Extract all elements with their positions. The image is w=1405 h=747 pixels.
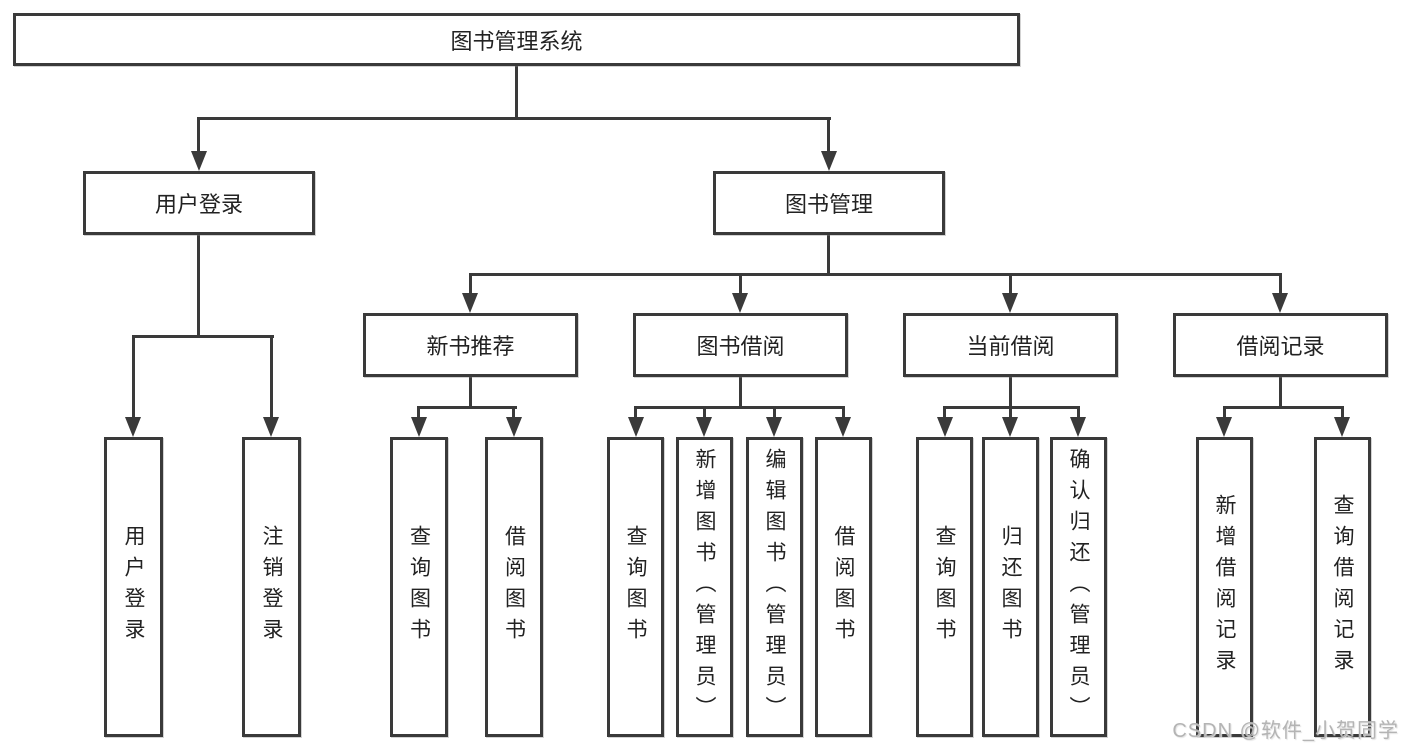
arrowhead-bb-edit [766,417,782,437]
node-borrow-records-label: 借阅记录 [1236,334,1325,359]
connector-new-books-stem [469,377,472,406]
connector-drop-borrow-records [1279,276,1282,293]
leaf-nb-borrow-books-label: 借阅图书 [502,525,526,649]
arrowhead-nb-borrow [506,417,522,437]
leaf-cb-query-books-label: 查询图书 [933,525,956,649]
leaf-user-login: 用户登录 [104,437,163,737]
arrowhead-cb-return [1002,417,1018,437]
connector-root-stem [515,66,518,117]
leaf-br-query-record-label: 查询借阅记录 [1331,494,1354,680]
arrowhead-login [125,417,141,437]
connector-user-login-branch [132,335,274,338]
connector-drop-bb-query [634,409,637,417]
arrowhead-br-query [1334,417,1350,437]
arrowhead-bb-borrow [835,417,851,437]
leaf-bb-borrow-books-label: 借阅图书 [832,525,855,649]
connector-current-borrow-stem [1009,377,1012,406]
node-current-borrow: 当前借阅 [903,313,1118,377]
connector-borrow-records-stem [1279,377,1282,406]
leaf-bb-borrow-books: 借阅图书 [815,437,872,737]
leaf-bb-edit-books-admin-label: 编辑图书（管理员） [763,447,786,727]
leaf-logout: 注销登录 [242,437,301,737]
arrowhead-nb-query [411,417,427,437]
leaf-nb-borrow-books: 借阅图书 [485,437,543,737]
node-borrow-records: 借阅记录 [1173,313,1388,377]
connector-drop-login [132,338,135,417]
leaf-bb-add-books-admin: 新增图书（管理员） [676,437,733,737]
connector-drop-book-borrow [739,276,742,293]
connector-drop-book-mgmt [827,120,830,151]
connector-root-branch [197,117,831,120]
connector-drop-bb-add [703,409,706,417]
connector-book-borrow-stem [739,377,742,406]
node-book-management: 图书管理 [713,171,945,235]
leaf-br-query-record: 查询借阅记录 [1314,437,1371,737]
connector-drop-nb-borrow [512,409,515,417]
connector-drop-cb-return [1009,409,1012,417]
node-book-borrow-label: 图书借阅 [696,334,785,359]
node-current-borrow-label: 当前借阅 [966,334,1055,359]
leaf-cb-confirm-return-admin-label: 确认归还（管理员） [1067,447,1090,727]
arrowhead-book-mgmt [821,151,837,171]
node-new-book-recommend-label: 新书推荐 [426,334,515,359]
leaf-bb-add-books-admin-label: 新增图书（管理员） [693,447,716,727]
node-new-book-recommend: 新书推荐 [363,313,578,377]
leaf-cb-query-books: 查询图书 [916,437,973,737]
arrowhead-current-borrow [1002,293,1018,313]
connector-drop-cb-query [943,409,946,417]
arrowhead-bb-query [628,417,644,437]
connector-current-borrow-branch [943,406,1080,409]
connector-borrow-records-branch [1223,406,1344,409]
node-library-system-label: 图书管理系统 [450,28,583,54]
connector-drop-current-borrow [1009,276,1012,293]
leaf-nb-query-books: 查询图书 [390,437,448,737]
node-book-management-label: 图书管理 [784,192,873,217]
arrowhead-bb-add [696,417,712,437]
connector-drop-br-add [1223,409,1226,417]
leaf-bb-edit-books-admin: 编辑图书（管理员） [746,437,803,737]
connector-drop-logout [270,338,273,417]
watermark: CSDN @软件_小贺同学 [1172,720,1399,742]
leaf-bb-query-books: 查询图书 [607,437,664,737]
leaf-cb-return-books-label: 归还图书 [999,525,1022,649]
node-user-login-label: 用户登录 [154,192,243,217]
arrowhead-cb-query [937,417,953,437]
connector-drop-new-books [469,276,472,293]
connector-user-login-stem [197,235,200,335]
connector-book-mgmt-branch [469,273,1282,276]
arrowhead-user-login [191,151,207,171]
leaf-cb-return-books: 归还图书 [982,437,1039,737]
arrowhead-logout [263,417,279,437]
arrowhead-new-books [462,293,478,313]
connector-book-mgmt-stem [827,235,830,273]
leaf-logout-label: 注销登录 [260,525,283,649]
arrowhead-cb-confirm [1070,417,1086,437]
node-book-borrow: 图书借阅 [633,313,848,377]
leaf-br-add-record-label: 新增借阅记录 [1213,494,1236,680]
node-library-system: 图书管理系统 [13,13,1020,66]
leaf-cb-confirm-return-admin: 确认归还（管理员） [1050,437,1107,737]
node-user-login: 用户登录 [83,171,315,235]
arrowhead-borrow-records [1272,293,1288,313]
connector-book-borrow-branch [634,406,845,409]
leaf-bb-query-books-label: 查询图书 [624,525,647,649]
arrowhead-book-borrow [732,293,748,313]
connector-drop-user-login [197,120,200,151]
connector-drop-bb-edit [773,409,776,417]
leaf-nb-query-books-label: 查询图书 [407,525,431,649]
leaf-user-login-label: 用户登录 [122,525,145,649]
connector-drop-cb-confirm [1077,409,1080,417]
connector-drop-bb-borrow [842,409,845,417]
connector-drop-nb-query [417,409,420,417]
arrowhead-br-add [1216,417,1232,437]
connector-new-books-branch [417,406,517,409]
leaf-br-add-record: 新增借阅记录 [1196,437,1253,737]
connector-drop-br-query [1341,409,1344,417]
